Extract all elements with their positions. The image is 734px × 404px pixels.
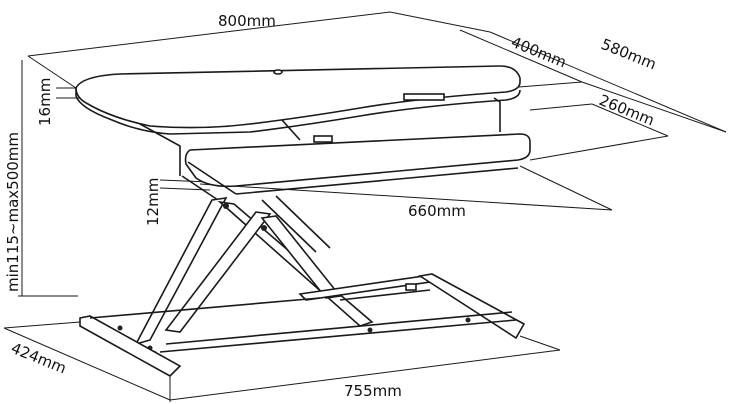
keyboard-depth-label: 260mm — [597, 91, 657, 129]
height-range-label: min115~max500mm — [4, 132, 22, 292]
top-width-label: 800mm — [218, 12, 276, 30]
cable-grommet — [273, 69, 283, 75]
overall-depth-label: 580mm — [599, 35, 659, 73]
base-width-label: 755mm — [344, 382, 402, 400]
base-depth-label: 424mm — [9, 339, 69, 377]
keyboard-tray — [184, 133, 531, 195]
keyboard-thickness-label: 12mm — [144, 178, 162, 226]
keyboard-width-label: 660mm — [408, 202, 466, 220]
top-thickness-label: 16mm — [36, 78, 54, 126]
desktop-top — [75, 65, 521, 176]
base-frame — [79, 273, 526, 377]
top-depth-label: 400mm — [509, 33, 569, 71]
